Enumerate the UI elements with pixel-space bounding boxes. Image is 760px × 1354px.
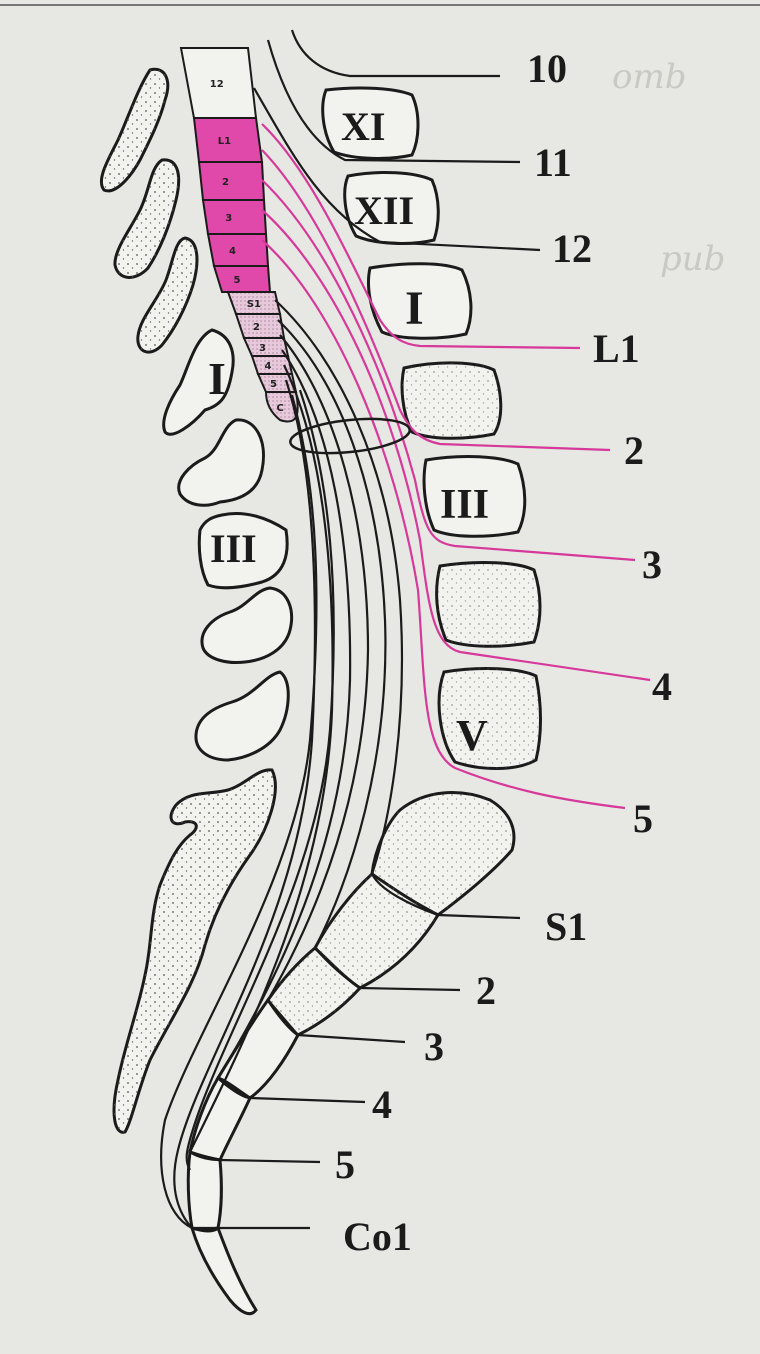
- label-root-l2: 2: [624, 428, 644, 473]
- cord-segment-label: 12: [210, 79, 224, 90]
- root-10: [290, 29, 500, 78]
- vertebra-label-xii: XII: [354, 188, 414, 233]
- cord-segment-label: C: [277, 403, 284, 414]
- root-l1: [261, 123, 581, 350]
- filum-1: [185, 389, 335, 1171]
- dural-sac-ring: [289, 417, 411, 455]
- cord-segment-label: 2: [222, 177, 229, 188]
- vertebra-xi: [321, 86, 420, 160]
- body-stipple: [402, 362, 541, 769]
- label-root-s1: S1: [545, 904, 587, 949]
- spinous-process-l1: [162, 328, 235, 436]
- label-root-l1: L1: [593, 326, 640, 371]
- root-s2: [277, 319, 461, 992]
- root-s3: [266, 334, 406, 1044]
- root-l3: [261, 179, 636, 562]
- cord-segment-label: 3: [259, 343, 266, 354]
- label-root-12: 12: [552, 226, 592, 271]
- spinous-label-iii: III: [210, 526, 257, 571]
- cord-segment: [197, 161, 266, 201]
- root-co1: [173, 379, 317, 1230]
- root-s4: [216, 349, 366, 1104]
- spinous-stipple: [101, 69, 276, 1133]
- cord-segment-label: 4: [229, 246, 236, 257]
- root-l4: [261, 209, 651, 682]
- root-11: [266, 39, 521, 164]
- cauda-equina: [160, 29, 651, 1230]
- label-root-co1: Co1: [343, 1214, 412, 1259]
- label-root-l4: 4: [652, 664, 672, 709]
- vertebra-label-xi: XI: [341, 104, 385, 149]
- spinous-label-i: I: [208, 353, 226, 404]
- cord-segment-label: S1: [247, 299, 261, 310]
- coccyx-tip: [189, 1225, 258, 1316]
- label-root-11: 11: [534, 140, 572, 185]
- body-label-iii: III: [440, 482, 489, 528]
- cord-segment-label: 3: [225, 213, 232, 224]
- handwritten-note-1: omb: [612, 57, 686, 97]
- spinous-process-l2: [177, 418, 265, 507]
- label-root-s3: 3: [424, 1024, 444, 1069]
- cord-segment-label: 5: [270, 379, 277, 390]
- root-labels: 10 11 12 L1 2 3 4 5 S1 2 3 4 5 Co1: [335, 46, 672, 1259]
- root-s5: [188, 364, 334, 1164]
- vertebra-l3: [422, 455, 527, 538]
- label-root-s4: 4: [372, 1082, 392, 1127]
- label-root-s2: 2: [476, 968, 496, 1013]
- root-l5: [261, 239, 626, 810]
- vertebra-xii: [343, 171, 440, 245]
- spinous-process-l5: [194, 670, 290, 762]
- coccyx-co1: [186, 1149, 223, 1231]
- spinous-process-l3: [197, 511, 289, 590]
- cord-segment: [201, 199, 268, 235]
- spinous-process-l4: [200, 586, 294, 664]
- cord-segment: [242, 337, 290, 357]
- vertebra-l1: [367, 262, 473, 340]
- label-root-l3: 3: [642, 542, 662, 587]
- handwritten-note-2: pub: [660, 239, 725, 279]
- label-root-10: 10: [527, 46, 567, 91]
- cord-segment: [212, 265, 272, 293]
- cord-segment-label: 4: [265, 361, 272, 372]
- cord-segment: [264, 391, 299, 423]
- label-root-l5: 5: [633, 796, 653, 841]
- body-label-i: I: [405, 282, 424, 335]
- root-l2: [261, 149, 611, 452]
- cord-segment: [206, 233, 270, 267]
- root-s1: [274, 299, 521, 920]
- cord-segment: [234, 313, 286, 339]
- cord-segment-label: 2: [253, 322, 260, 333]
- cord-segment-label: L1: [218, 136, 231, 147]
- cord-segment-label: 5: [234, 275, 241, 286]
- label-root-s5: 5: [335, 1142, 355, 1187]
- body-label-v: V: [456, 711, 488, 760]
- root-12: [253, 87, 541, 252]
- filum-2: [160, 394, 318, 1229]
